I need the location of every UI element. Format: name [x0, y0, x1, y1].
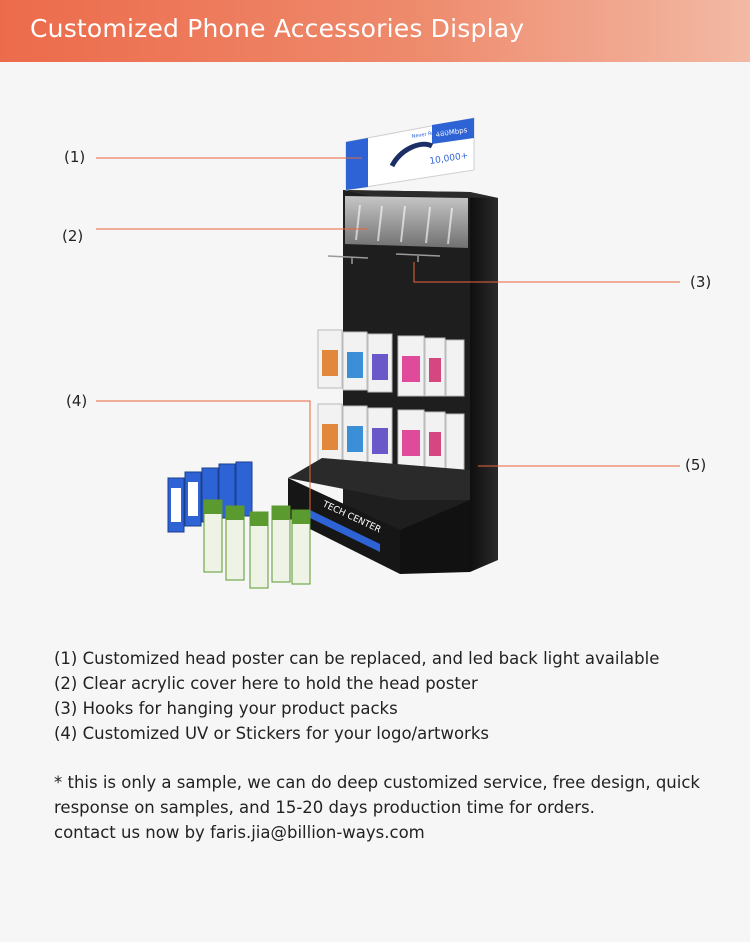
stand-side-panel — [470, 192, 498, 572]
poster-brand-line: Never Replace — [411, 128, 448, 140]
acrylic-cover — [345, 196, 468, 248]
callout-label-4: (4) — [66, 392, 88, 410]
callout-label-5: (5) — [685, 456, 707, 474]
description-1: (1) Customized head poster can be replac… — [54, 649, 660, 668]
loose-packs-green — [203, 499, 311, 589]
product-packs-row-2 — [317, 403, 465, 475]
product-illustration: 480Mbps Never Replace 10,000+ — [96, 117, 680, 589]
description-2: (2) Clear acrylic cover here to hold the… — [54, 674, 478, 693]
head-poster: 480Mbps Never Replace 10,000+ — [345, 117, 475, 191]
page-title: Customized Phone Accessories Display — [30, 14, 525, 43]
note-line-3[interactable]: contact us now by faris.jia@billion-ways… — [54, 823, 425, 842]
note-line-2: response on samples, and 15-20 days prod… — [54, 798, 595, 817]
callout-lines — [96, 157, 680, 510]
callout-line-3 — [413, 262, 680, 283]
stand-base: TECH CENTER — [288, 458, 470, 574]
description-3: (3) Hooks for hanging your product packs — [54, 699, 398, 718]
description-4: (4) Customized UV or Stickers for your l… — [54, 724, 489, 743]
stand-top — [343, 190, 498, 198]
header-banner: Customized Phone Accessories Display — [0, 0, 750, 62]
product-packs-row-1 — [317, 329, 465, 397]
callout-line-4 — [96, 400, 311, 510]
callout-label-1: (1) — [64, 148, 86, 166]
callout-label-2: (2) — [62, 227, 84, 245]
feature-descriptions: (1) Customized head poster can be replac… — [54, 646, 714, 746]
service-note: * this is only a sample, we can do deep … — [54, 770, 734, 845]
note-line-1: * this is only a sample, we can do deep … — [54, 773, 700, 792]
callout-label-3: (3) — [690, 273, 712, 291]
hooks — [327, 253, 441, 264]
acrylic-reflections — [355, 204, 453, 245]
